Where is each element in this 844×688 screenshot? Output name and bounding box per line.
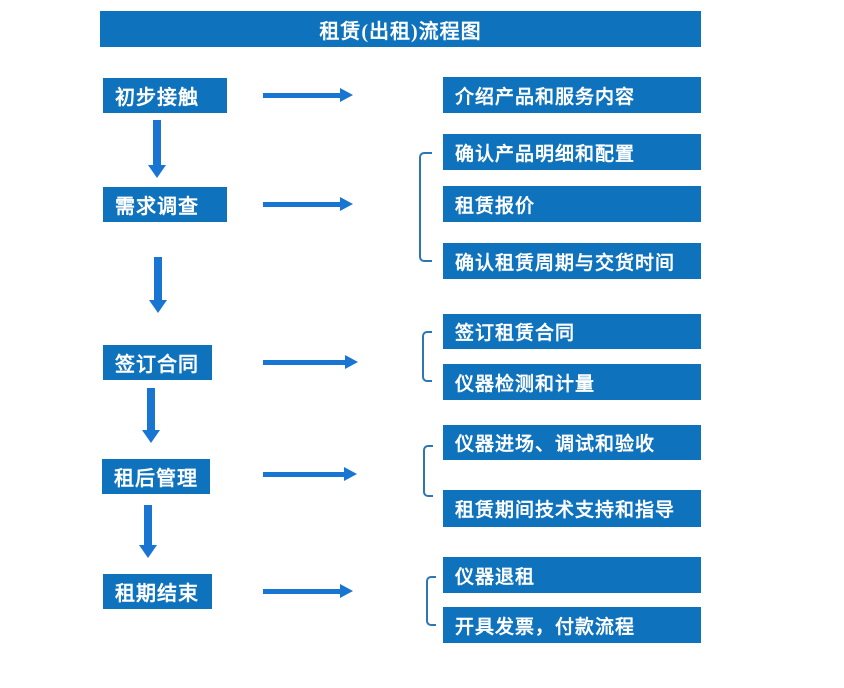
- right-arrow-shaft: [263, 92, 342, 98]
- right-arrow-2: [263, 197, 353, 211]
- right-arrow-shaft: [263, 359, 347, 365]
- right-arrow-head-icon: [340, 88, 353, 102]
- right-arrow-head-icon: [344, 467, 357, 481]
- flowchart-title: 租赁(出租)流程图: [100, 11, 701, 47]
- down-arrow-3: [142, 388, 160, 443]
- bracket-rental-end: [426, 576, 436, 626]
- step-box-demand-survey: 需求调查: [103, 187, 227, 222]
- right-arrow-shaft: [263, 471, 346, 477]
- down-arrow-shaft: [147, 388, 155, 432]
- down-arrow-2: [149, 257, 167, 313]
- detail-box-confirm-period-delivery: 确认租赁周期与交货时间: [443, 243, 701, 279]
- detail-box-instrument-setup-acceptance: 仪器进场、调试和验收: [443, 425, 701, 460]
- step-box-initial-contact: 初步接触: [103, 78, 227, 113]
- right-arrow-4: [263, 467, 357, 481]
- right-arrow-shaft: [263, 201, 342, 207]
- detail-box-instrument-return: 仪器退租: [443, 557, 701, 593]
- down-arrow-head-icon: [149, 300, 167, 313]
- right-arrow-head-icon: [340, 584, 353, 598]
- detail-box-rental-quote: 租赁报价: [443, 186, 701, 222]
- right-arrow-head-icon: [345, 355, 358, 369]
- detail-box-introduce-products: 介绍产品和服务内容: [443, 77, 701, 113]
- detail-box-sign-rental-contract: 签订租赁合同: [443, 314, 701, 349]
- detail-box-instrument-testing: 仪器检测和计量: [443, 364, 701, 400]
- step-box-post-rental-management: 租后管理: [102, 459, 210, 494]
- down-arrow-shaft: [154, 257, 162, 302]
- right-arrow-1: [263, 88, 353, 102]
- down-arrow-1: [148, 120, 166, 178]
- down-arrow-shaft: [144, 505, 152, 547]
- down-arrow-head-icon: [142, 430, 160, 443]
- down-arrow-shaft: [153, 120, 161, 167]
- bracket-demand-survey: [419, 152, 432, 262]
- detail-box-tech-support: 租赁期间技术支持和指导: [443, 490, 701, 527]
- down-arrow-4: [139, 505, 157, 558]
- step-box-rental-end: 租期结束: [103, 574, 212, 609]
- detail-box-confirm-product-config: 确认产品明细和配置: [443, 134, 701, 170]
- down-arrow-head-icon: [139, 545, 157, 558]
- right-arrow-head-icon: [340, 197, 353, 211]
- right-arrow-shaft: [263, 588, 342, 594]
- bracket-post-rental: [423, 445, 433, 497]
- bracket-sign-contract: [422, 331, 432, 382]
- right-arrow-5: [263, 584, 353, 598]
- step-box-sign-contract: 签订合同: [103, 345, 212, 380]
- detail-box-invoice-payment: 开具发票，付款流程: [443, 607, 701, 643]
- right-arrow-3: [263, 355, 358, 369]
- down-arrow-head-icon: [148, 165, 166, 178]
